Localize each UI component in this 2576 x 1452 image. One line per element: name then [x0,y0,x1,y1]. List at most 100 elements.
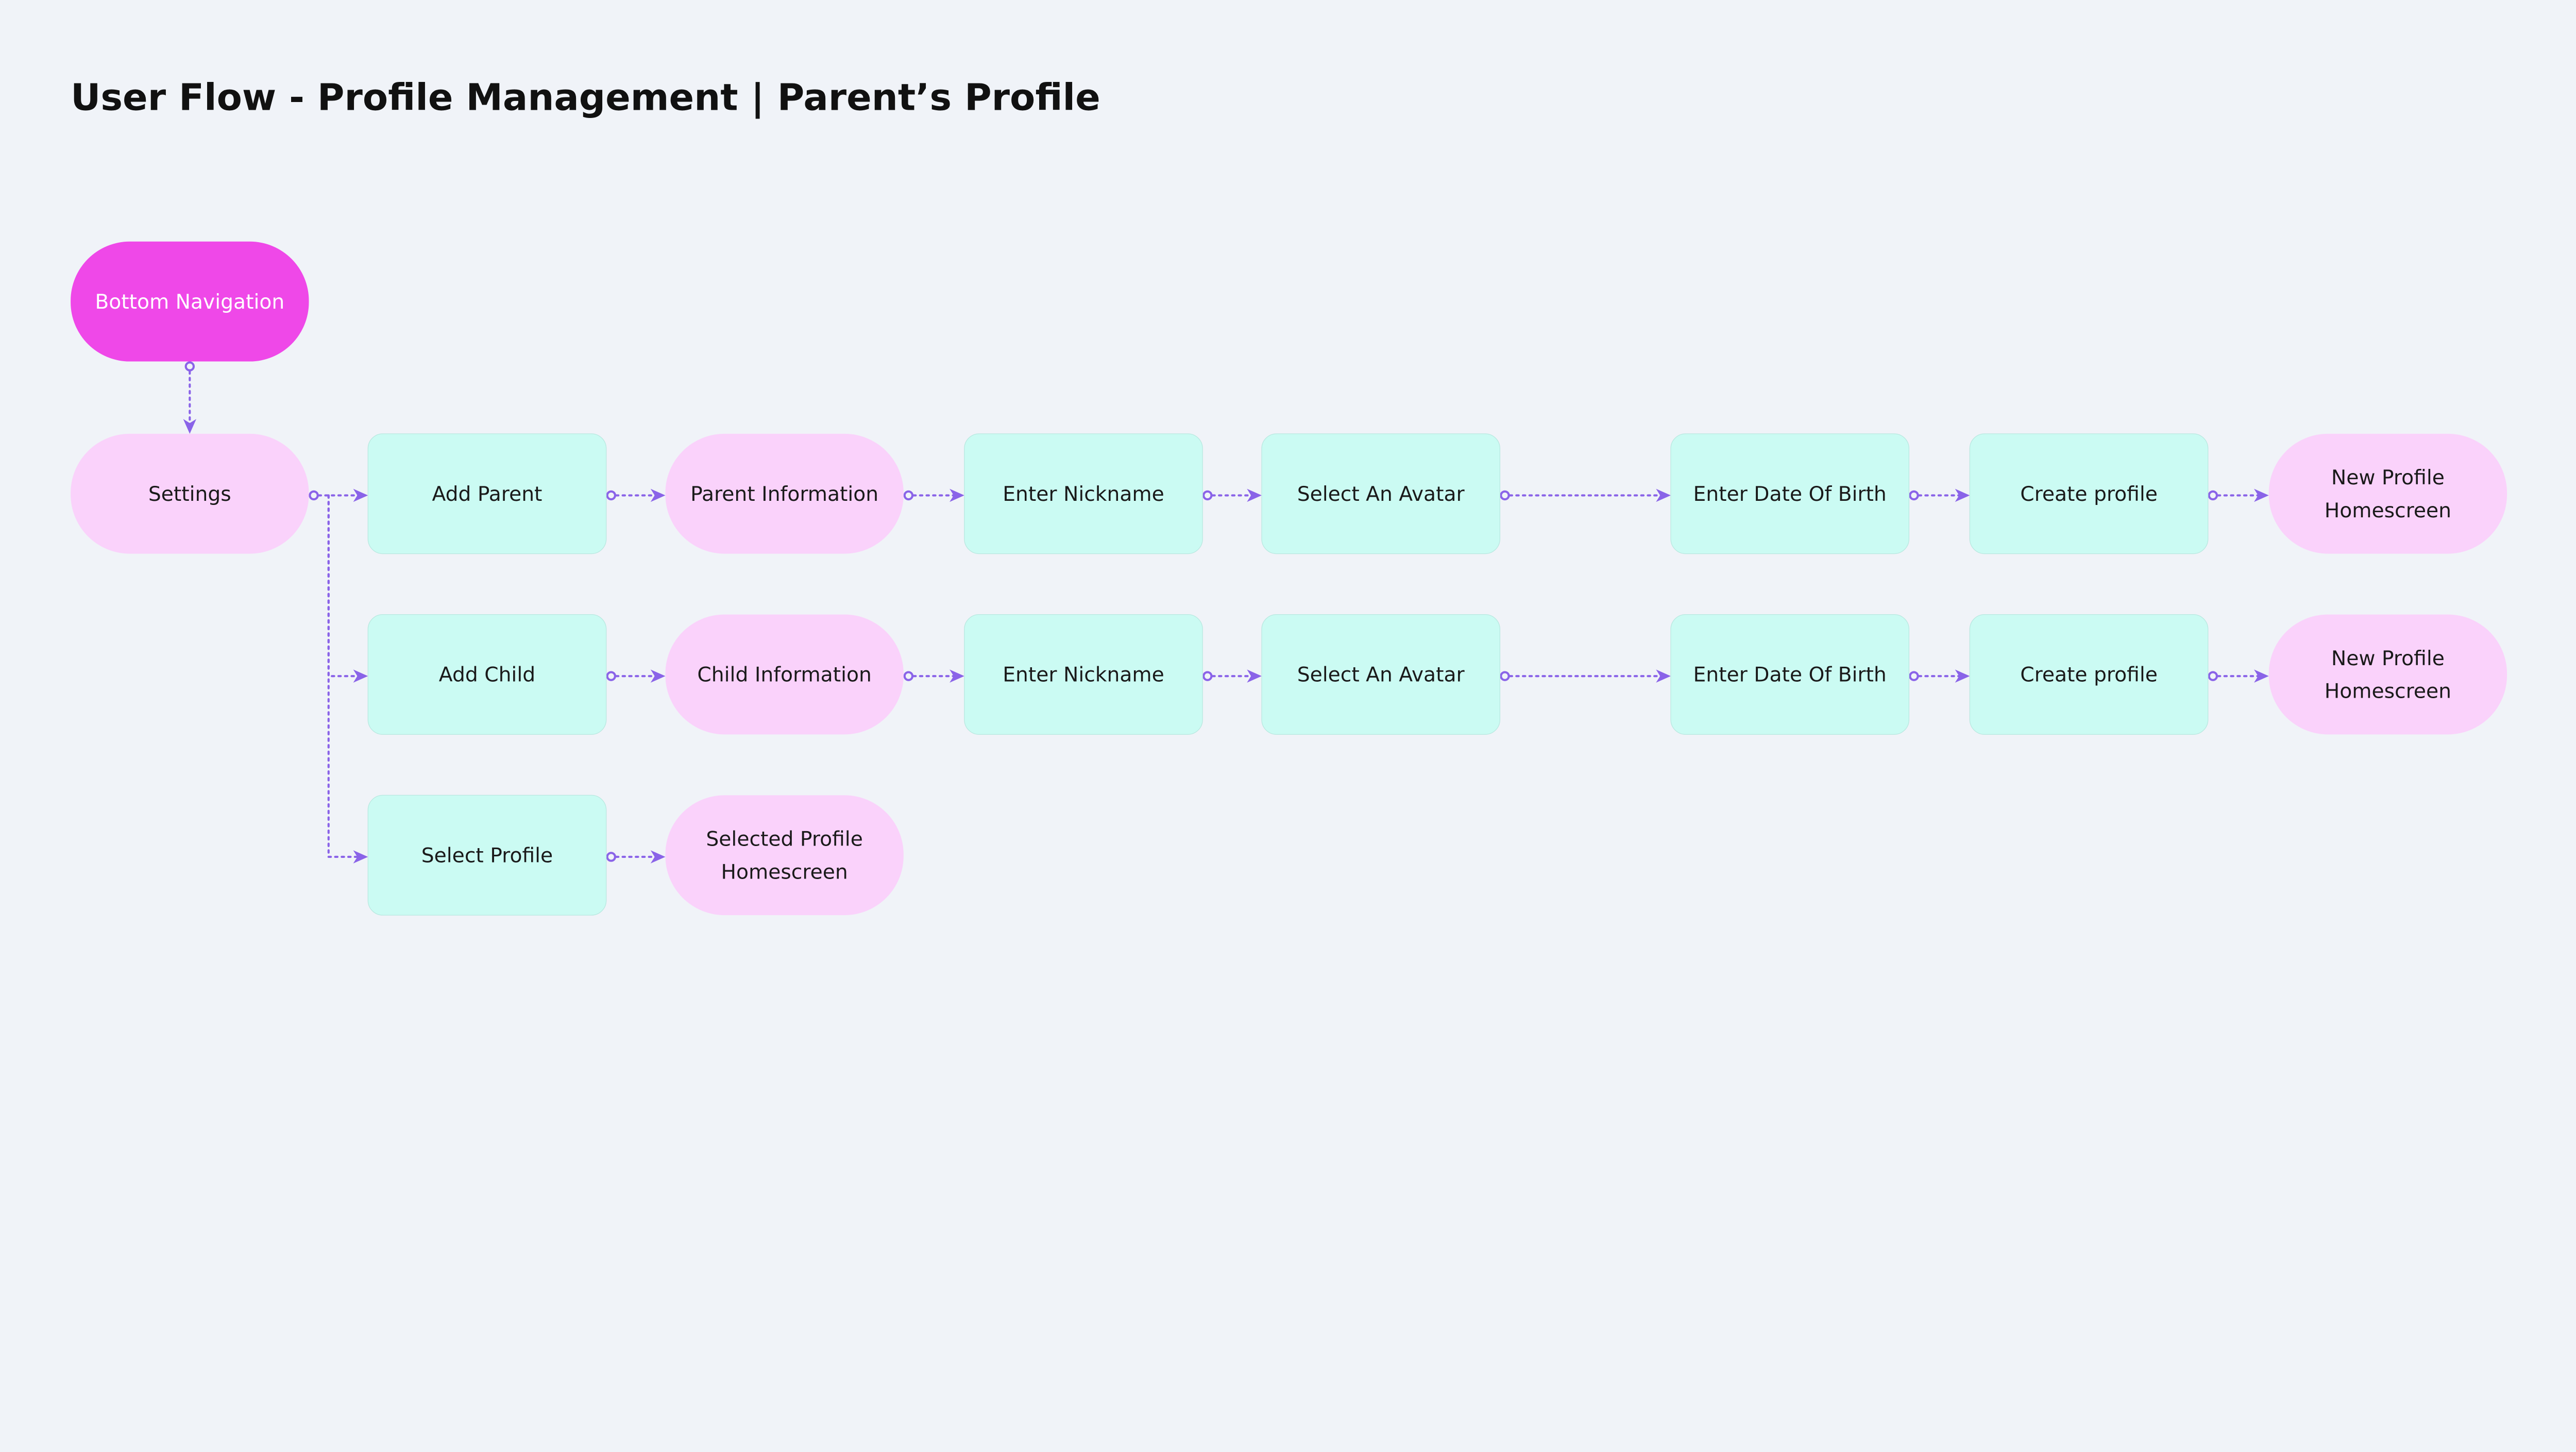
arrowhead-icon [353,488,368,502]
node-label-line: Enter Date Of Birth [1693,483,1887,506]
node-enter-dob-child[interactable]: Enter Date Of Birth [1670,614,1909,735]
connector-enter-dob-parent-to-create-profile-parent [1909,488,1970,502]
arrowhead-icon [950,669,964,683]
connector-origin-icon [184,361,195,372]
connectors [183,361,2269,864]
node-label-line: Select An Avatar [1297,664,1465,687]
box-shape [1670,433,1909,554]
node-label: Add Child [439,664,535,687]
connector-line [327,494,363,858]
connector-parent-information-to-enter-nickname-parent [903,488,964,502]
arrowhead-icon [1656,488,1671,502]
connector-select-profile-to-selected-profile-homescreen [606,850,666,864]
node-label-line: Select Profile [421,844,553,867]
connector-enter-dob-child-to-create-profile-child [1909,669,1970,683]
node-label: Select An Avatar [1297,483,1465,506]
node-add-child[interactable]: Add Child [367,614,607,735]
pill-shape [665,795,904,916]
connector-origin-icon [903,671,914,681]
diagram-title: User Flow - Profile Management | Parent’… [71,76,1100,120]
connector-origin-icon [2208,671,2218,681]
pill-shape [2268,614,2507,735]
node-create-profile-parent[interactable]: Create profile [1969,433,2209,554]
node-label-line: Create profile [2020,664,2158,687]
box-shape [367,614,607,735]
node-label-line: Homescreen [2325,499,2451,522]
pill-shape [665,614,904,735]
node-label-line: Bottom Navigation [95,291,284,314]
connector-child-information-to-enter-nickname-child [903,669,964,683]
node-parent-information[interactable]: Parent Information [665,433,904,554]
node-label: Create profile [2020,664,2158,687]
arrowhead-icon [1955,488,1970,502]
node-label-line: Homescreen [2325,680,2451,703]
connector-select-avatar-parent-to-enter-dob-parent [1500,488,1671,502]
node-label: Select Profile [421,844,553,867]
node-label-line: Enter Date Of Birth [1693,664,1887,687]
node-label-line: Settings [148,483,231,506]
node-select-avatar-child[interactable]: Select An Avatar [1261,614,1500,735]
node-label-line: Homescreen [721,860,848,884]
connector-origin-icon [606,490,616,501]
connector-origin-icon [1202,671,1213,681]
node-select-avatar-parent[interactable]: Select An Avatar [1261,433,1500,554]
connector-settings-to-select-profile [327,494,368,864]
node-label-line: Parent Information [690,483,878,506]
box-shape [367,795,607,916]
connector-enter-nickname-child-to-select-avatar-child [1202,669,1262,683]
arrowhead-icon [1247,488,1262,502]
connector-bottom-navigation-to-settings [183,361,197,434]
node-label-line: Selected Profile [706,828,862,851]
arrowhead-icon [353,669,368,683]
box-shape [964,433,1203,554]
connector-add-parent-to-parent-information [606,488,666,502]
connector-settings-to-add-parent [309,488,368,502]
arrowhead-icon [2253,669,2269,683]
node-enter-nickname-child[interactable]: Enter Nickname [964,614,1203,735]
connector-create-profile-child-to-new-profile-homescreen-child [2208,669,2269,683]
node-label-line: Add Child [439,664,535,687]
flow-diagram: User Flow - Profile Management | Parent’… [71,76,2507,916]
arrowhead-icon [183,419,197,434]
connector-settings-to-add-child [327,494,368,683]
node-create-profile-child[interactable]: Create profile [1969,614,2209,735]
connector-origin-icon [1500,671,1510,681]
pill-shape [665,433,904,554]
box-shape [367,433,607,554]
node-label-line: Enter Nickname [1003,483,1164,506]
box-shape [1670,614,1909,735]
node-label: Settings [148,483,231,506]
node-label: Create profile [2020,483,2158,506]
box-shape [1261,614,1500,735]
arrowhead-icon [1247,669,1262,683]
node-label-line: Add Parent [432,483,542,506]
connector-add-child-to-child-information [606,669,666,683]
arrowhead-icon [1656,669,1671,683]
pill-shape [2268,433,2507,554]
arrowhead-icon [353,850,368,864]
pill-shape [71,241,309,362]
arrowhead-icon [1955,669,1970,683]
node-label: Select An Avatar [1297,664,1465,687]
node-select-profile[interactable]: Select Profile [367,795,607,916]
arrowhead-icon [650,488,666,502]
node-enter-nickname-parent[interactable]: Enter Nickname [964,433,1203,554]
node-label: Child Information [697,664,871,687]
node-bottom-navigation[interactable]: Bottom Navigation [71,241,309,362]
node-child-information[interactable]: Child Information [665,614,904,735]
node-label: Parent Information [690,483,878,506]
connector-origin-icon [309,490,319,501]
node-label: Bottom Navigation [95,291,284,314]
node-label-line: Child Information [697,664,871,687]
connector-origin-icon [606,852,616,862]
node-add-parent[interactable]: Add Parent [367,433,607,554]
connector-enter-nickname-parent-to-select-avatar-parent [1202,488,1262,502]
node-enter-dob-parent[interactable]: Enter Date Of Birth [1670,433,1909,554]
node-settings[interactable]: Settings [71,433,309,554]
